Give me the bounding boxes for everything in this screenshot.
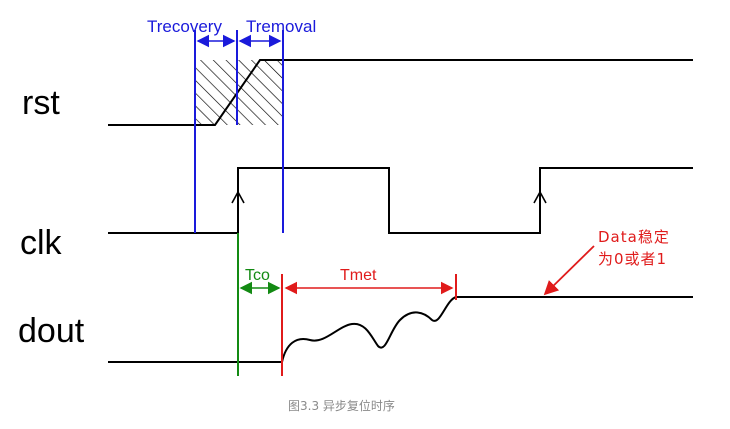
tremoval-label: Tremoval xyxy=(246,17,316,36)
data-stable-note-line1: Data稳定 xyxy=(598,228,670,246)
rst-label: rst xyxy=(22,84,60,122)
tco-label: Tco xyxy=(245,267,270,284)
rst-hatched-region xyxy=(195,60,283,125)
dout-metastable-waveform xyxy=(281,296,693,363)
dout-label: dout xyxy=(18,312,85,350)
clk-rising-edge-arrow xyxy=(231,190,245,204)
clk-rising-edge-arrow xyxy=(533,190,547,204)
data-stable-arrow xyxy=(543,245,595,296)
trecovery-label: Trecovery xyxy=(147,17,222,36)
data-stable-note-line2: 为0或者1 xyxy=(598,250,667,268)
clk-waveform xyxy=(108,167,693,234)
tmet-label: Tmet xyxy=(340,267,377,284)
clk-label: clk xyxy=(20,224,63,262)
figure-caption: 图3.3 异步复位时序 xyxy=(288,398,395,413)
